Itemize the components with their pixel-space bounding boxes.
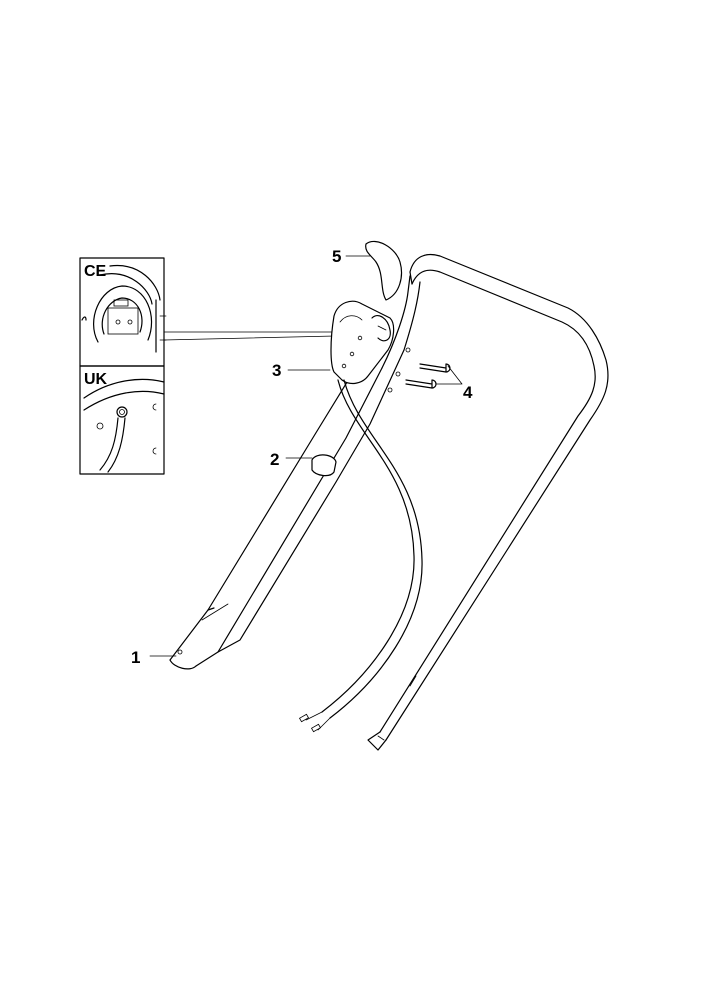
cable-terminals xyxy=(305,711,331,731)
inset-leader-lines xyxy=(163,331,336,341)
cable-clip xyxy=(311,454,337,477)
leader-4 xyxy=(435,365,463,385)
part-number-4: 4 xyxy=(463,383,473,402)
power-cable-inner xyxy=(321,379,415,713)
lower-handle xyxy=(169,349,405,670)
inset-ce-label: CE xyxy=(84,263,107,280)
part-number-5: 5 xyxy=(332,247,341,266)
switch-box xyxy=(330,300,395,385)
part-number-1: 1 xyxy=(131,648,140,667)
part-number-2: 2 xyxy=(270,450,279,469)
power-cable xyxy=(329,379,423,719)
inset-uk-panel xyxy=(79,365,165,475)
inset-uk-label: UK xyxy=(84,371,108,388)
upper-handle xyxy=(367,253,609,751)
part-number-3: 3 xyxy=(272,361,281,380)
lever-cover xyxy=(365,240,403,301)
screws xyxy=(405,363,451,389)
